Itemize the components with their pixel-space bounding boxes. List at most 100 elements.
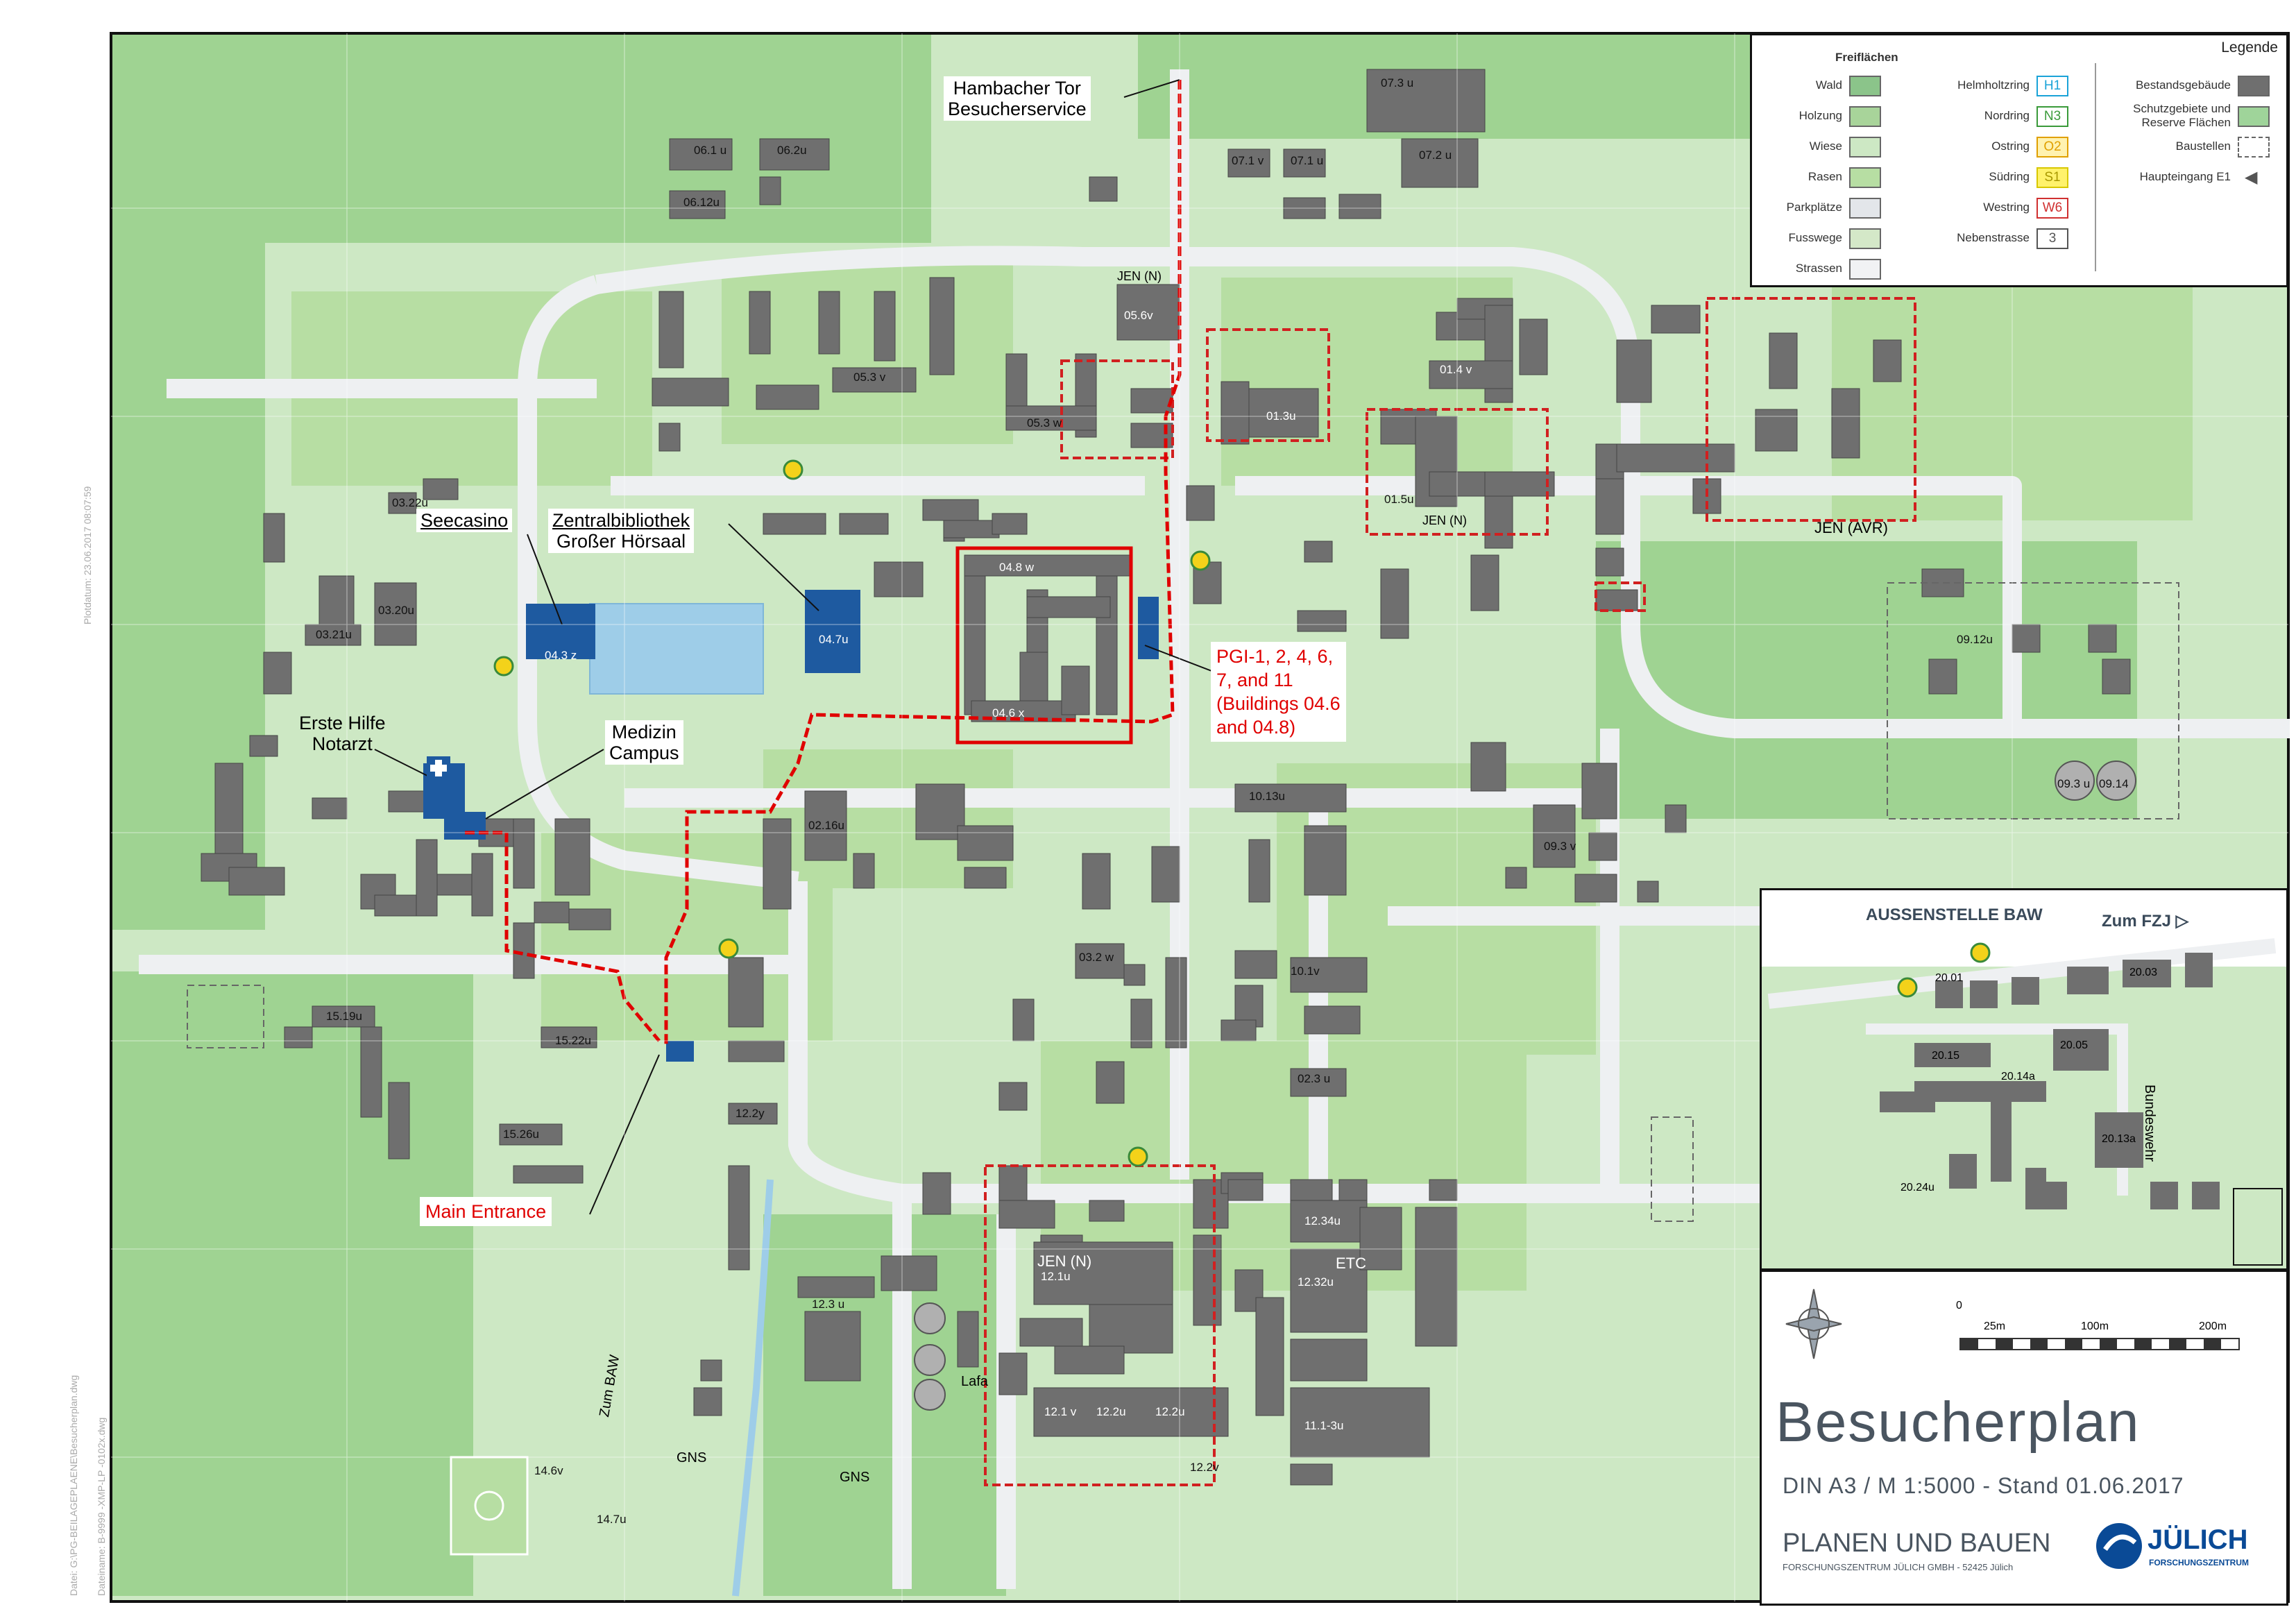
title-block: 0 25m 100m 200m Besucherplan DIN A3 / M …	[1760, 1270, 2288, 1606]
inset-building-20-05: 20.05	[2060, 1039, 2089, 1051]
tanks	[914, 760, 2136, 1411]
lake	[589, 603, 764, 695]
legend-holzung: Holzung	[1798, 109, 1842, 122]
jen-avr-label: JEN (AVR)	[1814, 519, 1888, 536]
juelich-logo-sub: FORSCHUNGSZENTRUM	[2149, 1558, 2249, 1567]
legend-bestandsgebaeude: Bestandsgebäude	[2135, 78, 2231, 92]
legend-suedring-code: S1	[2036, 167, 2068, 188]
inset-bundeswehr: Bundeswehr	[2142, 1085, 2157, 1162]
legend-helmholtzring: Helmholtzring	[1957, 78, 2030, 92]
legend-fusswege-swatch	[1849, 228, 1881, 249]
building-label: 14.7u	[597, 1513, 627, 1526]
building-label: 12.1u	[1041, 1270, 1071, 1283]
building-label: 06.2u	[777, 144, 807, 157]
seecasino-callout[interactable]: Seecasino	[416, 509, 513, 532]
legend-baustellen: Baustellen	[2175, 139, 2231, 153]
medizin-campus-line1: Medizin	[611, 722, 677, 742]
building-label: 12.2y	[735, 1107, 765, 1120]
building-label: 12.3 u	[812, 1298, 845, 1311]
legend-schutzgebiete: Schutzgebiete und Reserve Flächen	[2133, 102, 2231, 129]
building-label: 09.3 v	[1544, 840, 1576, 853]
side-text-filename: Dateiname: B-9999 -XMP-LP -0102x.dwg	[96, 1417, 107, 1596]
erste-hilfe-line2: Notarzt	[312, 733, 373, 754]
legend-wiese: Wiese	[1809, 139, 1842, 153]
legend-title: Legende	[2221, 40, 2278, 56]
legend-baustellen-swatch	[2238, 137, 2270, 158]
legend-fusswege: Fusswege	[1788, 231, 1842, 244]
legend: Legende Freiflächen Wald Holzung Wiese R…	[1750, 33, 2288, 287]
building-label: 06.1 u	[694, 144, 727, 157]
jen-n-mid-label: JEN (N)	[1422, 513, 1467, 527]
building-label: 06.12u	[683, 196, 720, 209]
building-label: 02.16u	[808, 819, 844, 832]
legend-helmholtzring-code: H1	[2036, 76, 2068, 96]
hambacher-tor-callout[interactable]: Hambacher Tor Besucherservice	[944, 76, 1091, 121]
legend-ostring: Ostring	[1991, 139, 2030, 153]
main-entrance-callout[interactable]: Main Entrance	[420, 1197, 552, 1226]
building-label: 05.6v	[1124, 309, 1153, 322]
building-label: 14.6v	[534, 1464, 563, 1477]
legend-nebenstrasse: Nebenstrasse	[1957, 231, 2030, 244]
building-label: 01.4 v	[1440, 363, 1472, 376]
scale-label-100m: 100m	[2081, 1320, 2109, 1332]
side-text-file: Datei: G:\PG-BEILAGEPLAENE\Besucherplan.…	[68, 1375, 79, 1596]
building-label: 07.2 u	[1419, 148, 1452, 162]
building-label: 10.13u	[1249, 790, 1285, 803]
legend-holzung-swatch	[1849, 106, 1881, 127]
legend-strassen-swatch	[1849, 259, 1881, 280]
legend-freiflaechen-header: Freiflächen	[1835, 51, 1898, 64]
inset-arrow: Zum FZJ ▷	[2102, 912, 2189, 931]
inset-building-20-01: 20.01	[1935, 972, 1964, 984]
building-label: 01.3u	[1266, 409, 1296, 423]
department-name: PLANEN UND BAUEN	[1783, 1529, 2051, 1558]
medizin-campus-callout[interactable]: Medizin Campus	[605, 720, 683, 765]
building-label: 12.1 v	[1044, 1405, 1077, 1418]
haupteingang-arrow-icon: ◀	[2245, 168, 2258, 187]
juelich-logo-mark-icon	[2096, 1523, 2142, 1569]
sports-field	[450, 1456, 529, 1556]
legend-nordring: Nordring	[1984, 109, 2030, 122]
north-arrow-icon	[1785, 1289, 1842, 1359]
building-label: 12.2u	[1096, 1405, 1126, 1418]
building-label: 11.1-3u	[1304, 1419, 1344, 1432]
pgi-line4: and 04.8)	[1216, 717, 1296, 738]
erste-hilfe-callout[interactable]: Erste Hilfe Notarzt	[295, 711, 390, 756]
pgi-callout[interactable]: PGI-1, 2, 4, 6, 7, and 11 (Buildings 04.…	[1211, 642, 1346, 742]
erste-hilfe-line1: Erste Hilfe	[299, 713, 386, 733]
legend-rasen: Rasen	[1808, 170, 1842, 183]
building-label: 04.3 z	[545, 649, 577, 662]
zentralbibliothek-callout[interactable]: Zentralbibliothek Großer Hörsaal	[548, 509, 695, 553]
legend-bestandsgebaeude-swatch	[2238, 76, 2270, 96]
building-label: 09.3 u	[2057, 777, 2091, 790]
scale-label-200m: 200m	[2199, 1320, 2227, 1332]
juelich-logo: JÜLICH FORSCHUNGSZENTRUM	[2095, 1522, 2275, 1577]
building-label: 09.14	[2099, 777, 2129, 790]
scale-bar	[1959, 1338, 2240, 1350]
buildings	[201, 69, 2131, 1486]
lafa-label: Lafa	[961, 1374, 988, 1389]
legend-westring-code: W6	[2036, 198, 2068, 219]
first-aid-icon	[427, 756, 450, 780]
legend-wald: Wald	[1815, 78, 1842, 92]
legend-nordring-code: N3	[2036, 106, 2068, 127]
inset-building-20-24u: 20.24u	[1900, 1182, 1934, 1193]
inset-title: AUSSENSTELLE BAW	[1866, 906, 2043, 924]
jen-n-top-label: JEN (N)	[1117, 269, 1162, 283]
jen-n-bottom-label: JEN (N)	[1037, 1252, 1092, 1270]
pgi-line2: 7, and 11	[1216, 670, 1293, 690]
building-label: 03.21u	[316, 628, 352, 641]
building-label: 07.1 u	[1291, 154, 1324, 167]
gns-label-1: GNS	[677, 1450, 707, 1465]
etc-label: ETC	[1336, 1255, 1366, 1272]
legend-parkplaetze: Parkplätze	[1786, 201, 1842, 214]
bus-stop-icon	[493, 459, 1211, 1167]
scale-label-0: 0	[1956, 1300, 1962, 1311]
legend-wiese-swatch	[1849, 137, 1881, 158]
building-label: 12.32u	[1298, 1275, 1334, 1289]
highlighted-buildings	[423, 590, 1159, 1062]
zentralbibliothek-line2: Großer Hörsaal	[556, 531, 686, 552]
gns-label-2: GNS	[840, 1470, 870, 1485]
pgi-highlight-box	[955, 546, 1133, 745]
building-label: 05.3 w	[1027, 416, 1062, 430]
legend-haupteingang: Haupteingang E1	[2139, 170, 2231, 183]
